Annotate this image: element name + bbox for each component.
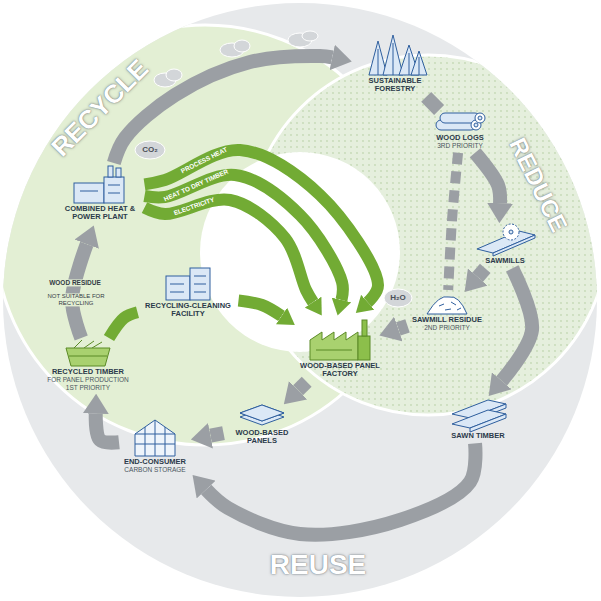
flow-node: SAWMILL RESIDUE2ND PRIORITY [410, 292, 485, 333]
ring-label: REDUCE [503, 133, 572, 237]
node-title: SAWMILL RESIDUE [412, 316, 483, 324]
flow-arrow [239, 301, 282, 316]
flow-arrow [426, 97, 439, 110]
factory-icon [310, 320, 370, 360]
flow-node: SAWMILLS [476, 225, 535, 266]
flow-arrow [448, 153, 458, 290]
flow-node: SAWN TIMBER [449, 400, 508, 441]
residue-icon [427, 297, 467, 314]
flow-node: SUSTAINABLE FORESTRY [353, 35, 438, 95]
blue-icons [74, 35, 535, 456]
node-title: RECYCLING-CLEANING FACILITY [142, 302, 235, 319]
flow-arrow [145, 150, 379, 302]
flow-node: RECYCLING-CLEANING FACILITY [140, 262, 237, 320]
gas-label: CO₂ [141, 146, 159, 155]
node-note: FOR PANEL PRODUCTION 1ST PRIORITY [44, 376, 133, 391]
house-icon [135, 420, 175, 456]
node-title: SAWN TIMBER [451, 432, 506, 440]
flow-node: WOOD-BASED PANEL FACTORY [298, 318, 383, 380]
facility-icon [166, 268, 210, 300]
node-title: RECYCLED TIMBER [44, 368, 133, 376]
logs-icon [436, 113, 485, 130]
flow-node: WOOD-BASED PANELS [226, 405, 299, 447]
plant-icon [74, 166, 124, 203]
flow-node: RECYCLED TIMBERFOR PANEL PRODUCTION 1ST … [42, 340, 135, 392]
gas-label: H₂O [389, 294, 407, 303]
ring-label: REUSE [269, 550, 367, 581]
ring-label: RECYCLE [45, 53, 154, 162]
node-title: COMBINED HEAT & POWER PLANT [60, 205, 141, 222]
timber-icon [452, 400, 506, 432]
flow-node: WOOD LOGS3RD PRIORITY [431, 112, 490, 151]
flow-arrow [96, 414, 119, 443]
node-title: WOOD-BASED PANELS [228, 429, 297, 446]
node-note: 2ND PRIORITY [412, 324, 483, 331]
flow-arrow [502, 268, 532, 380]
sawmill-icon [477, 224, 535, 256]
skip-icon [66, 340, 110, 366]
smoke-clouds [135, 31, 412, 307]
node-title: SUSTAINABLE FORESTRY [355, 77, 436, 94]
flow-arrow [478, 268, 486, 277]
flow-arrow [475, 153, 500, 203]
node-title: WOOD-BASED PANEL FACTORY [300, 362, 381, 379]
flow-arrow [206, 443, 475, 534]
arrow-label: WOOD RESIDUE [47, 279, 103, 286]
flow-arrow [145, 199, 314, 302]
node-note: 3RD PRIORITY [433, 142, 488, 149]
node-title: END-CONSUMER [123, 458, 187, 466]
flow-arrow [109, 312, 138, 338]
flow-arrow [72, 244, 87, 338]
node-title: SAWMILLS [478, 257, 533, 265]
node-note: CARBON STORAGE [123, 466, 187, 473]
flow-arrow [398, 326, 407, 329]
note-label: NOT SUITABLE FOR RECYCLING [44, 293, 108, 306]
flow-arrow [211, 433, 224, 435]
flow-arrow [298, 382, 307, 390]
panels-icon [240, 405, 284, 425]
flow-node: END-CONSUMERCARBON STORAGE [121, 418, 189, 475]
arrow-label: HEAT TO DRY TIMBER [161, 167, 231, 204]
node-title: WOOD LOGS [433, 134, 488, 142]
flow-node: COMBINED HEAT & POWER PLANT [58, 165, 143, 223]
forest-icon [369, 35, 427, 75]
arrow-label: ELECTRICITY [171, 195, 217, 217]
